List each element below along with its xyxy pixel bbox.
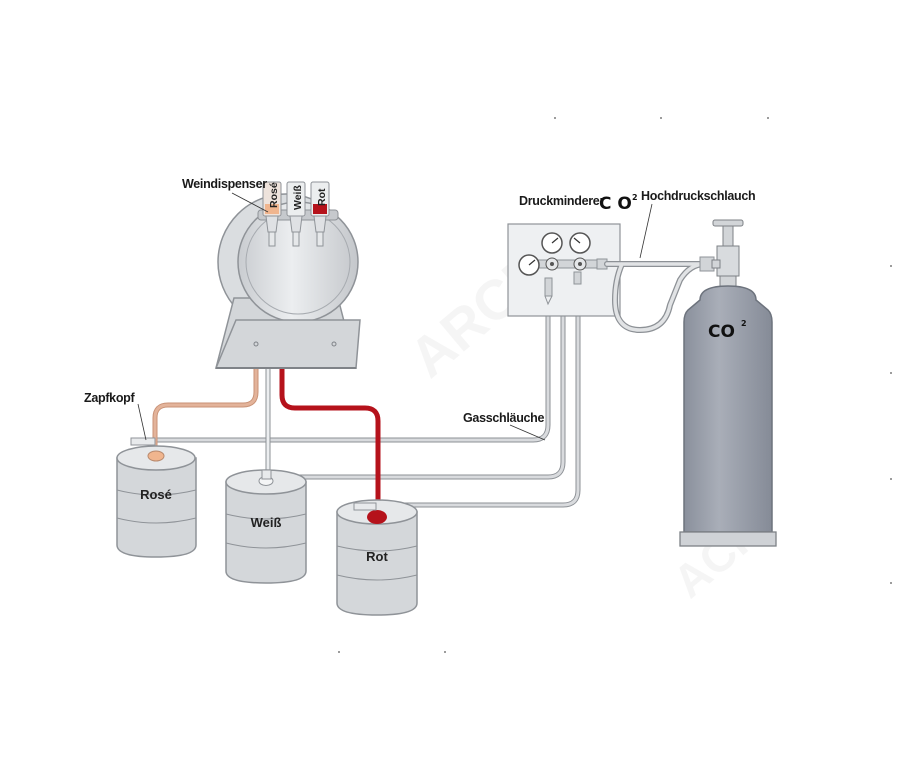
- leader-lines: [137, 192, 653, 441]
- cylinder-co2-subscript: 2: [741, 319, 747, 328]
- gas-hoses: [152, 279, 581, 508]
- wine-dispenser: [214, 193, 361, 369]
- keg-rot: Rot: [336, 499, 418, 616]
- label-zapfkopf: Zapfkopf: [84, 391, 136, 405]
- label-co2-symbol: C O: [599, 194, 632, 214]
- tap-rot-label: Rot: [316, 188, 328, 206]
- gauge-3: [518, 254, 540, 276]
- regulator-valve-2: [573, 257, 587, 271]
- keg-rose: Rosé: [116, 437, 197, 558]
- tap-weiss-label: Weiß: [292, 185, 304, 210]
- label-gasschlaeuche: Gasschläuche: [463, 411, 545, 425]
- stray-dots: [338, 117, 892, 653]
- label-co2-subscript: 2: [632, 193, 638, 202]
- gauge-2: [569, 232, 591, 254]
- tap-rose: Rosé: [262, 181, 282, 247]
- pressure-regulator-panel: [507, 223, 621, 317]
- gauge-1: [541, 232, 563, 254]
- cylinder-co2-label: CO: [708, 322, 735, 342]
- rot-line: [279, 368, 381, 515]
- rose-line: [152, 368, 259, 450]
- tap-rot: Rot: [310, 181, 330, 247]
- tap-weiss: Weiß: [286, 181, 306, 247]
- label-weindispenser: Weindispenser: [182, 177, 267, 191]
- tap-rose-label: Rosé: [268, 182, 280, 208]
- keg-weiss-label: Weiß: [251, 515, 282, 530]
- high-pressure-hose: [604, 256, 715, 334]
- keg-weiss: Weiß: [225, 469, 307, 584]
- label-druckminderer: Druckminderer: [519, 194, 604, 208]
- label-hochdruckschlauch: Hochdruckschlauch: [641, 189, 755, 203]
- regulator-valve-1: [545, 257, 559, 271]
- keg-rose-label: Rosé: [140, 487, 172, 502]
- keg-rot-label: Rot: [366, 549, 388, 564]
- co2-cylinder: CO 2: [679, 219, 777, 547]
